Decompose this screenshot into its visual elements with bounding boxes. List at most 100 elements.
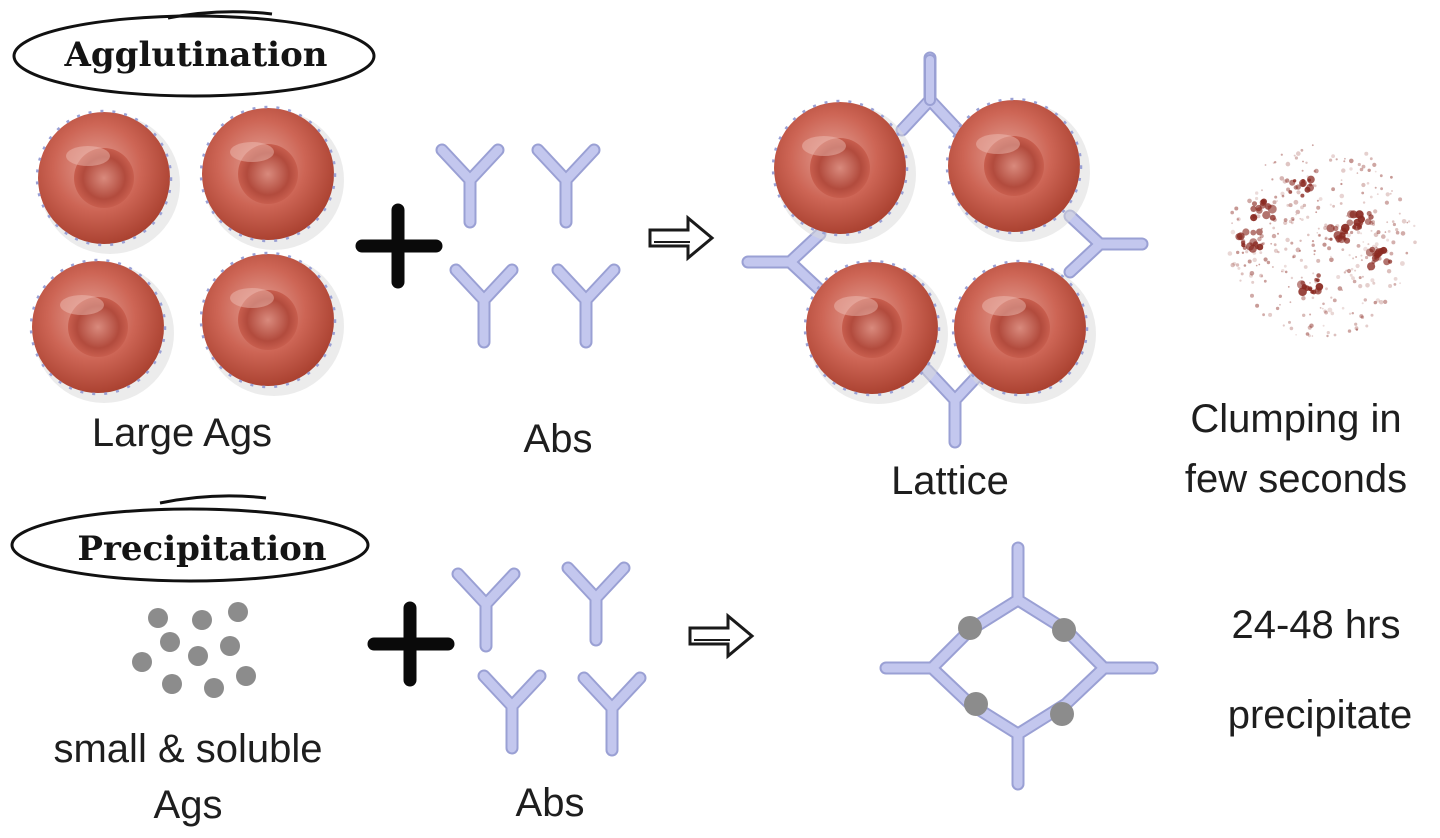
clump-speck [1273, 248, 1279, 253]
clump-speck [1324, 237, 1328, 240]
soluble-antigens-label-1: small & soluble [53, 727, 322, 771]
clump-speck [1259, 273, 1263, 278]
clump-speck [1324, 236, 1328, 240]
clump-speck [1281, 269, 1285, 273]
clump-speck [1288, 190, 1293, 194]
clump-speck [1326, 331, 1330, 335]
clump-speck [1316, 258, 1321, 263]
antibody-icon [442, 150, 498, 222]
clump-speck [1295, 213, 1297, 216]
clump-speck [1295, 334, 1297, 336]
clump-speck [1345, 269, 1348, 272]
clump-speck [1359, 314, 1364, 319]
clump-speck [1354, 326, 1359, 331]
clump-speck [1297, 280, 1306, 289]
clump-speck [1383, 299, 1388, 304]
clump-speck [1395, 230, 1400, 235]
clump-speck [1309, 313, 1312, 316]
clump-speck [1315, 211, 1318, 214]
clump-speck [1332, 204, 1335, 208]
clump-speck [1249, 271, 1255, 276]
clump-speck [1322, 242, 1327, 247]
clump-speck [1335, 158, 1338, 161]
clump-speck [1302, 313, 1306, 317]
antibody-icon [568, 568, 624, 640]
clump-speck [1301, 296, 1306, 301]
clump-speck [1322, 302, 1325, 306]
clump-speck [1316, 232, 1319, 234]
clump-speck [1333, 333, 1337, 337]
clump-speck [1292, 218, 1295, 222]
clump-speck [1293, 154, 1296, 157]
outcome-line-1: Clumping in [1190, 397, 1401, 441]
clump-speck [1329, 237, 1333, 241]
clump-speck [1267, 204, 1277, 214]
clump-speck [1350, 267, 1354, 271]
clump-speck [1400, 231, 1406, 236]
clump-speck [1341, 289, 1343, 291]
clump-speck [1286, 187, 1291, 192]
clump-speck [1313, 253, 1316, 256]
antibodies-label: Abs [524, 417, 593, 461]
rbc-cell [29, 258, 176, 405]
clump-speck [1299, 179, 1307, 188]
clump-speck [1352, 257, 1355, 260]
clump-speck [1313, 184, 1317, 188]
agglutination-title: Agglutination [12, 10, 376, 98]
clump-speck [1269, 222, 1272, 225]
clump-speck [1360, 315, 1365, 319]
clump-speck [1284, 247, 1288, 251]
clump-speck [1360, 254, 1363, 257]
clump-speck [1361, 275, 1364, 278]
clump-speck [1250, 205, 1257, 212]
clump-speck [1279, 176, 1285, 181]
clump-speck [1366, 182, 1370, 185]
clump-speck [1352, 279, 1357, 284]
clump-speck [1256, 214, 1261, 219]
antibody-icon [456, 270, 512, 342]
clump-speck [1337, 235, 1346, 244]
clump-speck [1302, 160, 1304, 163]
clump-speck [1230, 262, 1235, 268]
clump-speck [1329, 257, 1334, 263]
clump-speck [1341, 248, 1345, 252]
clump-speck [1361, 302, 1364, 305]
clump-speck [1346, 219, 1354, 226]
clump-speck [1355, 263, 1360, 269]
clump-speck [1257, 236, 1262, 242]
antigen-dot [220, 636, 240, 656]
title-oval-flourish [167, 10, 273, 20]
antibodies-group: Abs [442, 150, 614, 461]
clump-speck [1361, 191, 1365, 195]
clump-speck [1293, 199, 1299, 205]
clump-speck [1365, 255, 1369, 260]
clump-speck [1251, 280, 1255, 284]
clump-speck [1307, 286, 1313, 292]
clump-speck [1268, 312, 1273, 317]
clump-speck [1379, 300, 1384, 305]
clump-speck [1351, 276, 1355, 280]
clump-speck [1324, 310, 1328, 315]
clump-speck [1261, 189, 1263, 192]
clump-speck [1348, 312, 1352, 315]
clump-speck [1355, 256, 1358, 258]
clump-speck [1364, 218, 1372, 225]
clump-speck [1284, 178, 1290, 183]
clump-speck [1272, 161, 1275, 164]
clump-speck [1362, 241, 1365, 243]
large-antigens-label: Large Ags [92, 411, 272, 455]
clump-speck [1386, 238, 1390, 242]
clump-speck [1240, 240, 1246, 245]
clump-speck [1236, 232, 1245, 241]
reaction-arrow-icon [688, 614, 754, 658]
clump-speck [1346, 233, 1351, 238]
clump-speck [1256, 207, 1263, 214]
clump-speck [1241, 251, 1245, 254]
clump-speck [1391, 190, 1393, 192]
clump-speck [1299, 217, 1302, 220]
clump-speck [1341, 306, 1345, 310]
clump-speck [1331, 154, 1335, 159]
clump-speck [1255, 264, 1258, 267]
clump-speck [1230, 229, 1236, 235]
rbc-cell [199, 251, 346, 398]
